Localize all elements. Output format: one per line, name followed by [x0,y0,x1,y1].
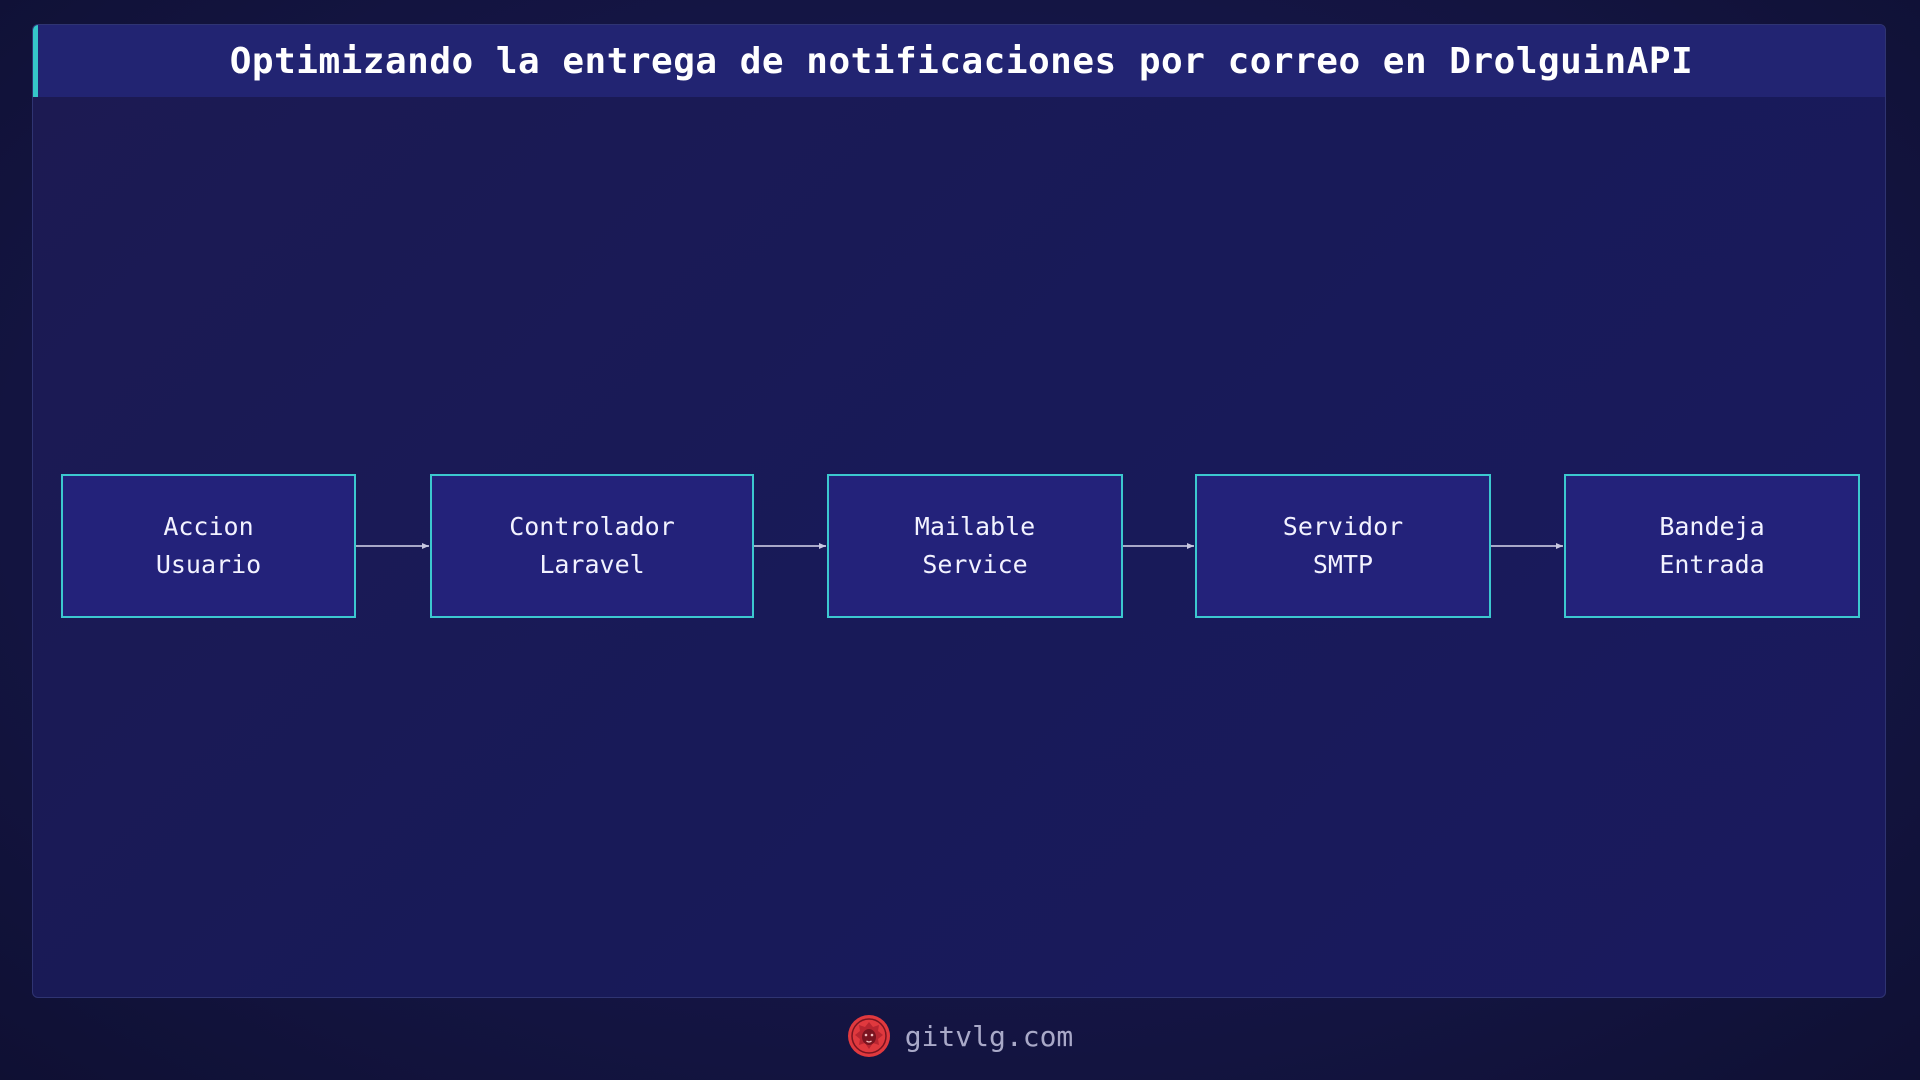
node-label: Bandeja Entrada [1659,512,1765,579]
node-controlador-laravel: Controlador Laravel [430,474,754,618]
lion-logo-icon[interactable] [847,1014,891,1058]
header-bar: Optimizando la entrega de notificaciones… [33,25,1885,97]
node-servidor-smtp: Servidor SMTP [1195,474,1491,618]
footer: gitvlg.com [0,1010,1920,1062]
page-title: Optimizando la entrega de notificaciones… [229,40,1694,82]
footer-site-link[interactable]: gitvlg.com [904,1019,1074,1053]
node-label: Controlador Laravel [509,512,675,579]
node-label: Servidor SMTP [1282,512,1404,579]
node-accion-usuario: Accion Usuario [61,474,356,618]
node-label: Accion Usuario [155,512,262,579]
node-mailable-service: Mailable Service [827,474,1123,618]
node-label: Mailable Service [914,512,1036,579]
node-bandeja-entrada: Bandeja Entrada [1564,474,1860,618]
